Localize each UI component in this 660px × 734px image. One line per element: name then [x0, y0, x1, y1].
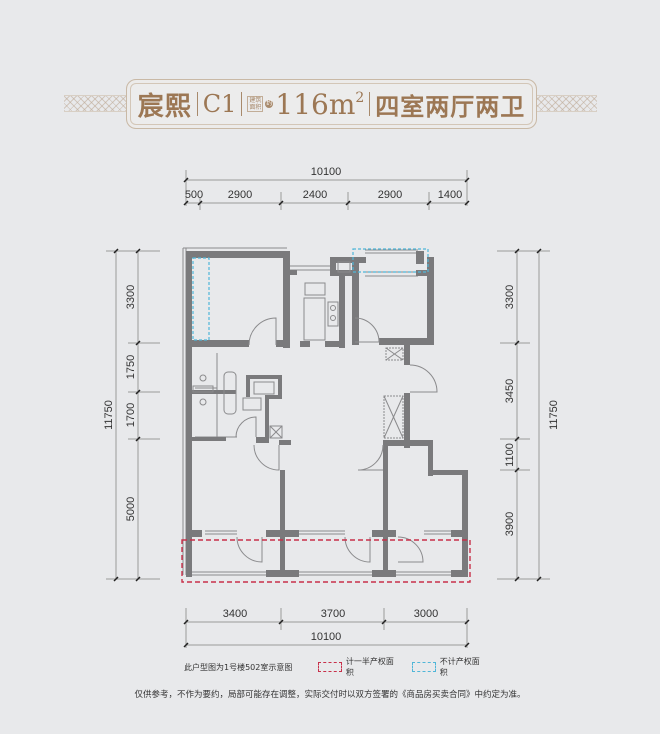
door-bedroom-2	[354, 317, 380, 343]
door-bathroom	[235, 416, 257, 438]
excluded-area-bay-window	[192, 257, 210, 341]
stove-icon	[327, 301, 339, 327]
dim-right-total: 11750	[548, 400, 560, 430]
legend-label-excluded-area: 不计产权面积	[439, 657, 480, 677]
dim-top-total: 10100	[311, 166, 342, 178]
dim-left-seg-4: 5000	[125, 497, 137, 521]
shaft-icon	[269, 425, 283, 439]
legend-swatch-half-area	[317, 662, 342, 672]
divider	[196, 92, 198, 116]
dim-right-seg-1: 3300	[504, 285, 516, 309]
toilet-icon	[199, 374, 207, 382]
dim-left-seg-3: 1700	[125, 403, 137, 427]
bathtub-icon	[223, 371, 237, 415]
door-balcony-2	[344, 536, 371, 563]
dimension-ticks	[113, 177, 542, 648]
unit-note: 此户型图为1号楼502室示意图	[184, 662, 293, 672]
dim-top-seg-1: 500	[185, 189, 203, 201]
door-bedroom-4	[357, 444, 384, 471]
half-area-balcony	[181, 539, 471, 583]
door-bedroom-3	[253, 444, 280, 471]
lattice-ornament-right	[535, 95, 597, 112]
area-prefix: 约	[265, 100, 274, 108]
dim-top-seg-4: 2900	[378, 189, 402, 201]
fridge-icon	[337, 261, 351, 273]
door-balcony-3	[397, 536, 424, 563]
doors	[235, 317, 438, 563]
legend-swatch-excluded-area	[411, 662, 436, 672]
dim-bottom-seg-3: 3000	[414, 608, 438, 620]
dim-right-seg-4: 3900	[504, 512, 516, 536]
disclaimer: 仅供参考，不作为要约，局部可能存在调整，实际交付时以双方签署的《商品房买卖合同》…	[134, 690, 526, 700]
excluded-area-bay-window	[352, 248, 429, 273]
basin-icon	[253, 381, 275, 395]
walls	[186, 251, 468, 577]
area-value: 116m2	[275, 88, 364, 121]
divider	[241, 92, 243, 116]
fixtures	[192, 261, 404, 439]
dim-left-seg-2: 1750	[125, 355, 137, 379]
lattice-ornament-left	[64, 95, 126, 112]
dim-right-seg-3: 1100	[504, 443, 516, 467]
legend-label-half-area: 计一半产权面积	[345, 657, 394, 677]
storage-cabinet	[383, 395, 404, 439]
title-banner: 宸熙 C1 建筑 面积 约 116m2 四室两厅两卫	[0, 0, 660, 140]
dim-bottom-total: 10100	[311, 631, 342, 643]
area-label-line2: 面积	[249, 104, 262, 111]
dim-top-seg-3: 2400	[303, 189, 327, 201]
dim-top-seg-2: 2900	[228, 189, 252, 201]
door-bedroom-1	[248, 317, 277, 346]
area-unit-superscript: 2	[355, 89, 365, 106]
kitchen-sink-icon	[304, 282, 326, 296]
window-lines	[182, 247, 451, 576]
room-configuration: 四室两厅两卫	[375, 91, 526, 121]
area-number: 116m	[275, 87, 356, 121]
dim-left-total: 11750	[103, 400, 115, 430]
unit-code: C1	[202, 90, 237, 118]
area-label-line1: 建筑	[249, 97, 262, 104]
basin-icon	[242, 397, 262, 411]
dim-top-seg-5: 1400	[438, 189, 462, 201]
dim-left-seg-1: 3300	[125, 285, 137, 309]
door-balcony-1	[236, 536, 263, 563]
dim-right-seg-2: 3450	[504, 379, 516, 403]
toilet-icon	[199, 398, 207, 406]
dimension-lines	[106, 170, 550, 648]
dim-bottom-seg-1: 3400	[223, 608, 247, 620]
project-name: 宸熙	[137, 91, 192, 122]
legend: 此户型图为1号楼502室示意图 计一半产权面积 不计产权面积	[184, 656, 484, 678]
shaft-icon	[385, 347, 404, 361]
kitchen-counter	[303, 297, 326, 341]
area-label: 建筑 面积	[247, 96, 264, 112]
door-entry	[409, 364, 438, 393]
divider	[369, 92, 371, 116]
banner-frame: 宸熙 C1 建筑 面积 约 116m2 四室两厅两卫	[126, 79, 537, 129]
dim-bottom-seg-2: 3700	[321, 608, 345, 620]
